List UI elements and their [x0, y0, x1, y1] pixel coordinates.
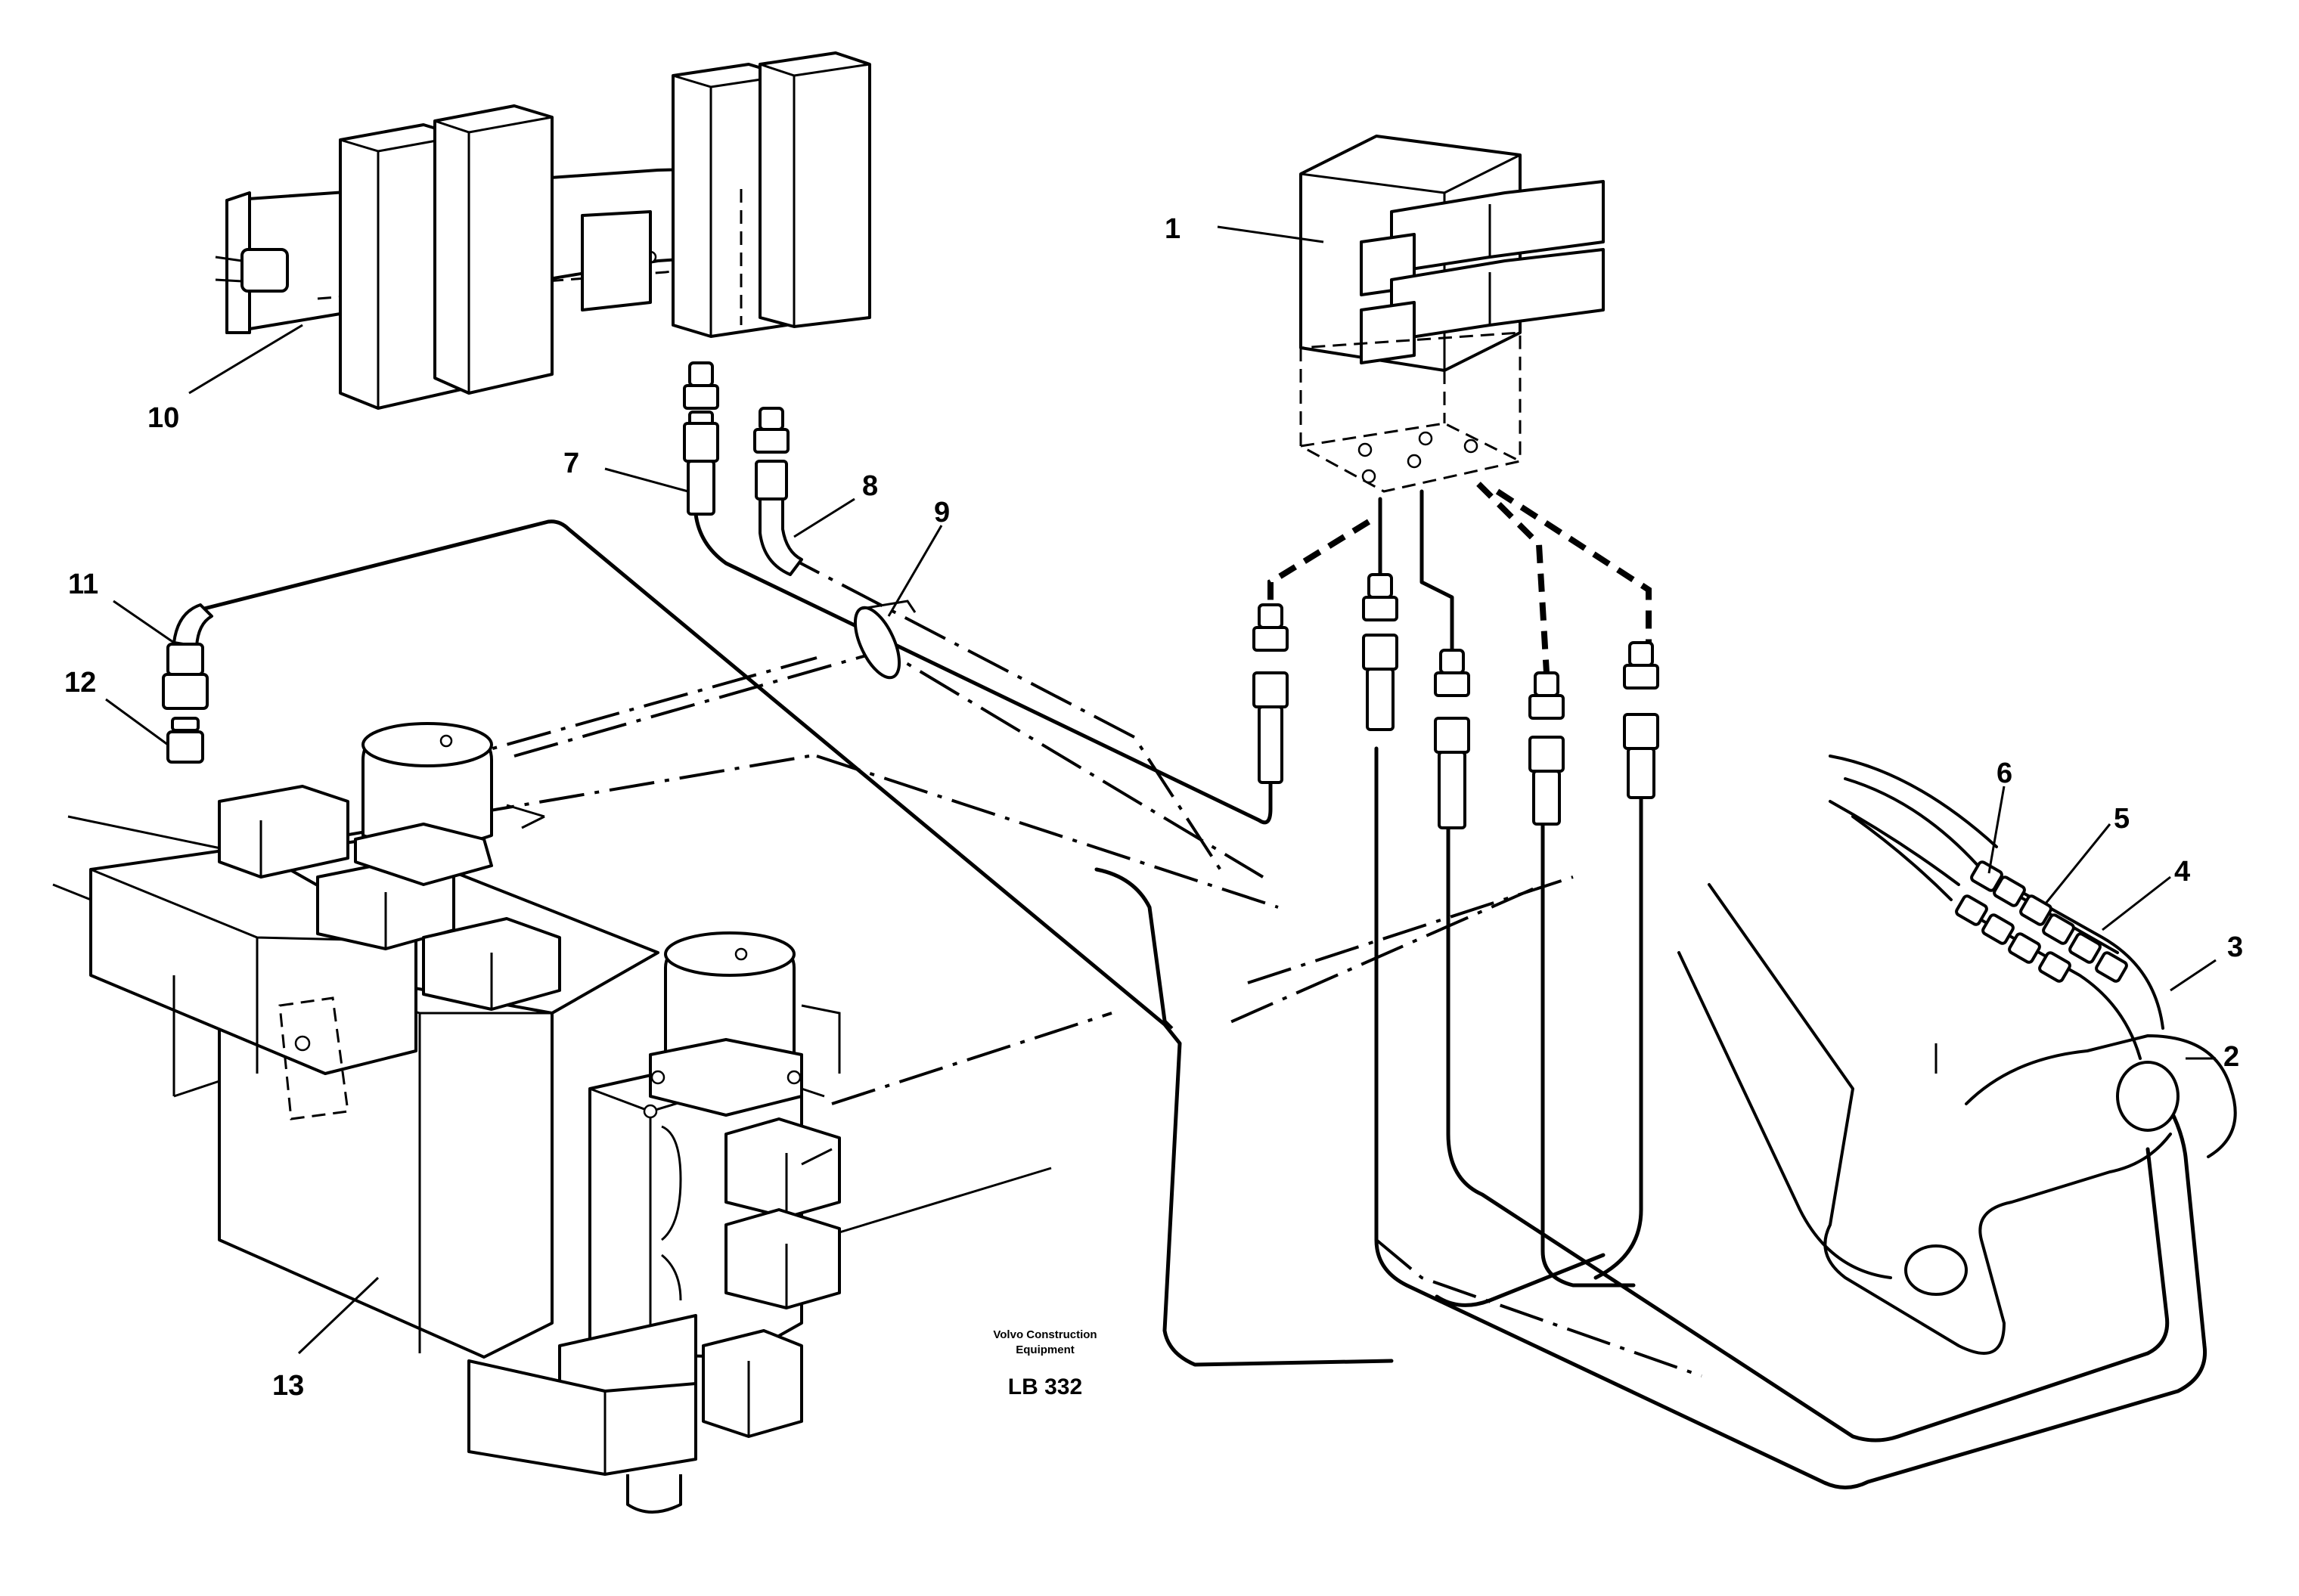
leader-lines	[105, 225, 2217, 1355]
callout-5: 5	[2114, 803, 2130, 835]
manufacturer-line-2: Equipment	[1016, 1343, 1075, 1356]
manufacturer-caption: Volvo Construction Equipment LB 332	[993, 1328, 1097, 1399]
fitting-d	[1528, 671, 1565, 826]
callout-9: 9	[934, 497, 950, 528]
fitting-8-upper	[753, 407, 803, 576]
callout-3: 3	[2227, 931, 2243, 963]
fitting-e	[1623, 641, 1659, 799]
fitting-a	[1252, 603, 1289, 784]
fitting-c	[1434, 649, 1470, 829]
control-valve-assembly	[215, 51, 871, 410]
callout-8: 8	[862, 470, 878, 502]
callout-2: 2	[2223, 1041, 2239, 1073]
callout-4: 4	[2174, 856, 2190, 888]
callout-labels: 1 2 3 4 5 6 7 8 9 10 11 12 13	[64, 213, 2243, 1402]
callout-13: 13	[272, 1370, 304, 1402]
drawing-code: LB 332	[1008, 1374, 1082, 1399]
fitting-b	[1362, 573, 1398, 731]
boom-assembly	[1677, 755, 2237, 1355]
callout-6: 6	[1996, 758, 2012, 789]
callout-12: 12	[64, 667, 96, 699]
manufacturer-line-1: Volvo Construction	[993, 1328, 1097, 1341]
fittings	[162, 361, 1659, 829]
callout-1: 1	[1165, 213, 1181, 245]
elbow-fitting	[162, 603, 213, 764]
fitting-7-upper	[683, 361, 719, 516]
remote-valve-assembly	[1299, 135, 1605, 493]
callout-10: 10	[147, 402, 179, 434]
hose-clamp	[853, 600, 917, 680]
main-valve-assembly	[52, 722, 1052, 1514]
callout-11: 11	[68, 569, 98, 600]
callout-7: 7	[563, 448, 579, 479]
